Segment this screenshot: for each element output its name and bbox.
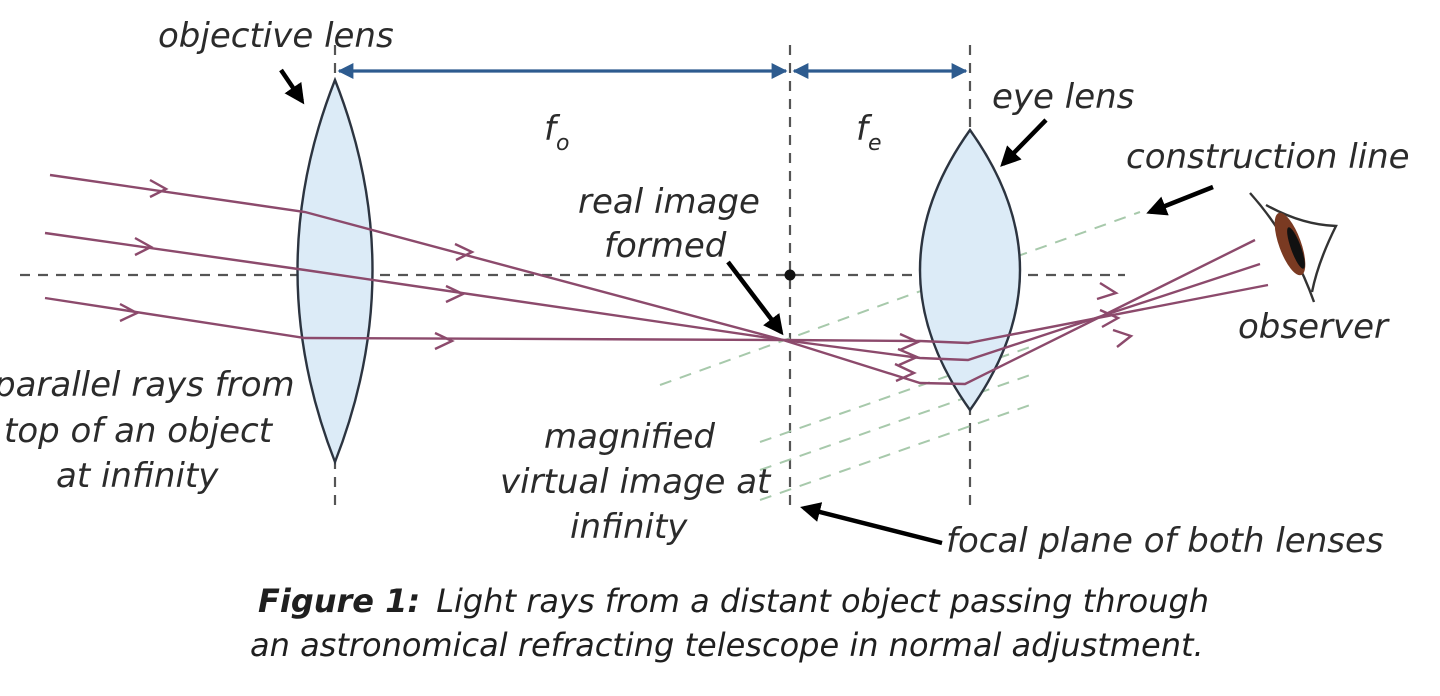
fo-subscript: o (556, 131, 569, 156)
eye-lens (918, 127, 1022, 413)
fo-label: fo (544, 109, 569, 156)
real-image-label-line1: real image (578, 182, 760, 222)
magnified-label-line2: virtual image at (500, 462, 772, 502)
real-image-point (784, 269, 796, 281)
construction-line-pointer (1146, 184, 1214, 216)
objective-lens-pointer (279, 68, 305, 105)
real-image-label-line2: formed (604, 226, 727, 266)
parallel-rays-label-line1: parallel rays from (0, 365, 295, 405)
fe-label: fe (856, 109, 882, 156)
light-rays (44, 173, 1269, 386)
ray-arrowheads (119, 178, 1134, 383)
construction-line-label: construction line (1126, 137, 1410, 177)
magnified-label-line3: infinity (570, 507, 688, 547)
parallel-rays-label-line2: top of an object (4, 411, 274, 451)
focal-plane-pointer (800, 502, 943, 546)
eye-icon (1249, 192, 1338, 303)
fe-subscript: e (868, 131, 882, 156)
parallel-rays-label-line3: at infinity (56, 456, 219, 496)
figure-caption-number: Figure 1: (258, 582, 420, 620)
observer-label: observer (1238, 307, 1390, 347)
figure-caption-line1: Figure 1: Light rays from a distant objec… (258, 582, 1209, 620)
focal-plane-label: focal plane of both lenses (946, 521, 1384, 561)
objective-lens (296, 76, 374, 466)
objective-lens-label: objective lens (158, 16, 394, 56)
eye-lens-label: eye lens (992, 77, 1134, 117)
figure-caption-text1: Light rays from a distant object passing… (436, 582, 1209, 620)
real-image-pointer (726, 260, 784, 336)
figure-caption-line2: an astronomical refracting telescope in … (250, 626, 1204, 664)
eye-lens-pointer (1000, 118, 1048, 167)
magnified-label-line1: magnified (544, 417, 715, 457)
